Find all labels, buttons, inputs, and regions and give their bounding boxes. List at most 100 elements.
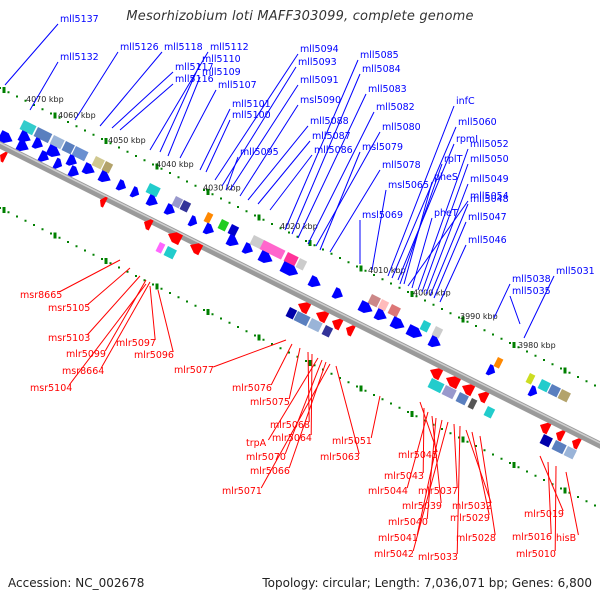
tick-row-lower-dot (551, 483, 554, 486)
feature-box-fill (101, 161, 114, 174)
top-gene-label: mll5038 (512, 274, 551, 285)
feature-box (285, 307, 298, 320)
kbp-mark-label: 4010 kbp (368, 266, 406, 275)
tick-row-upper-dot (560, 367, 562, 370)
top-gene-label-leader (523, 275, 555, 339)
tick-row-lower-major-tick (104, 258, 108, 264)
feature-box (179, 200, 192, 213)
tick-row-upper-major-tick (104, 138, 108, 144)
reverse-gene-arrow (168, 232, 183, 246)
kbp-mark-label: 4050 kbp (108, 136, 146, 145)
tick-row-lower-dot (364, 389, 367, 392)
feature-box (71, 146, 89, 162)
tick-row-upper-dot (339, 257, 341, 259)
bottom-gene-label-leader (68, 283, 147, 386)
forward-gene-arrow (257, 250, 273, 264)
top-gene-label-leader (411, 217, 433, 289)
tick-row-lower-dot (441, 428, 443, 430)
top-gene-label: mll5110 (202, 54, 241, 65)
tick-row-lower-major-tick (257, 334, 261, 341)
top-gene-label-leader (214, 53, 299, 181)
top-gene-label: mll5101 (232, 99, 271, 110)
top-gene-label: msl5090 (300, 95, 341, 106)
tick-row-lower-dot (33, 224, 35, 226)
tick-row-lower-dot (220, 317, 222, 320)
feature-box (493, 357, 504, 369)
bottom-gene-label: mlr5028 (456, 533, 496, 544)
feature-box (455, 392, 469, 406)
tick-row-lower-dot (84, 249, 86, 252)
tick-row-upper-major-tick (308, 240, 312, 246)
tick-row-lower-dot (58, 236, 61, 239)
top-gene-label: msl5069 (362, 210, 403, 221)
tick-row-lower-major-tick (512, 462, 516, 468)
tick-row-lower-dot (50, 232, 52, 235)
tick-row-upper-dot (203, 189, 205, 191)
bottom-gene-label: msr5104 (30, 383, 72, 394)
top-gene-label-leader (119, 83, 174, 131)
feature-box-fill (33, 127, 53, 144)
tick-row-upper-major-tick (461, 316, 465, 323)
feature-box-fill (285, 307, 298, 320)
feature-box-fill (455, 392, 469, 406)
tick-row-upper-dot (271, 223, 273, 225)
bottom-gene-label: mlr5042 (374, 549, 414, 560)
tick-row-upper-dot (262, 218, 265, 221)
tick-row-upper-major-tick (410, 291, 414, 297)
bottom-gene-label-leader (370, 395, 381, 439)
tick-row-upper-dot (322, 248, 324, 251)
top-gene-label: mll5086 (314, 145, 353, 156)
top-gene-label: pheT (434, 208, 458, 219)
top-gene-label: mll5088 (310, 116, 349, 127)
top-gene-label: mll5082 (376, 102, 415, 113)
bottom-gene-label-leader (100, 281, 151, 369)
tick-row-lower-major-tick (206, 309, 210, 315)
tick-row-lower-dot (41, 228, 44, 231)
tick-row-lower-dot (509, 462, 511, 464)
tick-row-upper-dot (254, 214, 256, 217)
tick-row-upper-dot (58, 116, 61, 119)
tick-row-lower-dot (534, 474, 537, 477)
tick-row-upper-dot (483, 329, 486, 332)
tick-row-upper-dot (41, 108, 44, 111)
bottom-gene-label-leader (149, 285, 156, 341)
tick-row-upper-dot (135, 155, 137, 157)
tick-row-lower-major-tick (155, 283, 159, 290)
tick-row-lower-dot (186, 300, 188, 303)
feature-box (551, 439, 567, 455)
bottom-gene-label-leader (431, 415, 442, 504)
forward-gene-arrow (15, 139, 29, 152)
tick-row-lower-dot (24, 219, 27, 222)
feature-box-fill (171, 196, 184, 209)
feature-box-fill (493, 357, 504, 369)
top-gene-label: mll5060 (458, 117, 497, 128)
bottom-gene-label: mlr5010 (516, 549, 556, 560)
feature-box (419, 319, 432, 333)
bottom-gene-label: mlr5099 (66, 349, 106, 360)
tick-row-lower-dot (585, 500, 588, 503)
tick-row-lower-dot (381, 398, 384, 401)
tick-row-lower-dot (279, 347, 282, 350)
genome-backbone (0, 141, 600, 449)
tick-row-upper-dot (33, 104, 35, 106)
tick-row-upper-dot (160, 167, 163, 170)
top-gene-label: mll5049 (470, 174, 509, 185)
bottom-gene-label-leader (260, 363, 331, 489)
tick-row-upper-dot (220, 197, 222, 200)
forward-gene-arrow (187, 215, 198, 227)
tick-row-lower-dot (330, 372, 333, 375)
top-gene-label: mll5084 (362, 64, 401, 75)
feature-box-fill (431, 326, 444, 339)
feature-box-fill (547, 384, 561, 398)
tick-row-upper-dot (415, 295, 418, 298)
top-gene-label-leader (225, 156, 239, 191)
tick-row-lower-dot (475, 445, 477, 447)
tick-row-lower-dot (75, 245, 78, 248)
feature-box (91, 156, 105, 170)
feature-box-fill (419, 319, 432, 333)
bottom-gene-label: mlr5033 (418, 552, 458, 563)
tick-row-upper-dot (186, 180, 188, 183)
bottom-gene-label: mlr5097 (116, 338, 156, 349)
tick-row-upper-dot (296, 235, 299, 238)
tick-row-upper-dot (475, 325, 477, 327)
